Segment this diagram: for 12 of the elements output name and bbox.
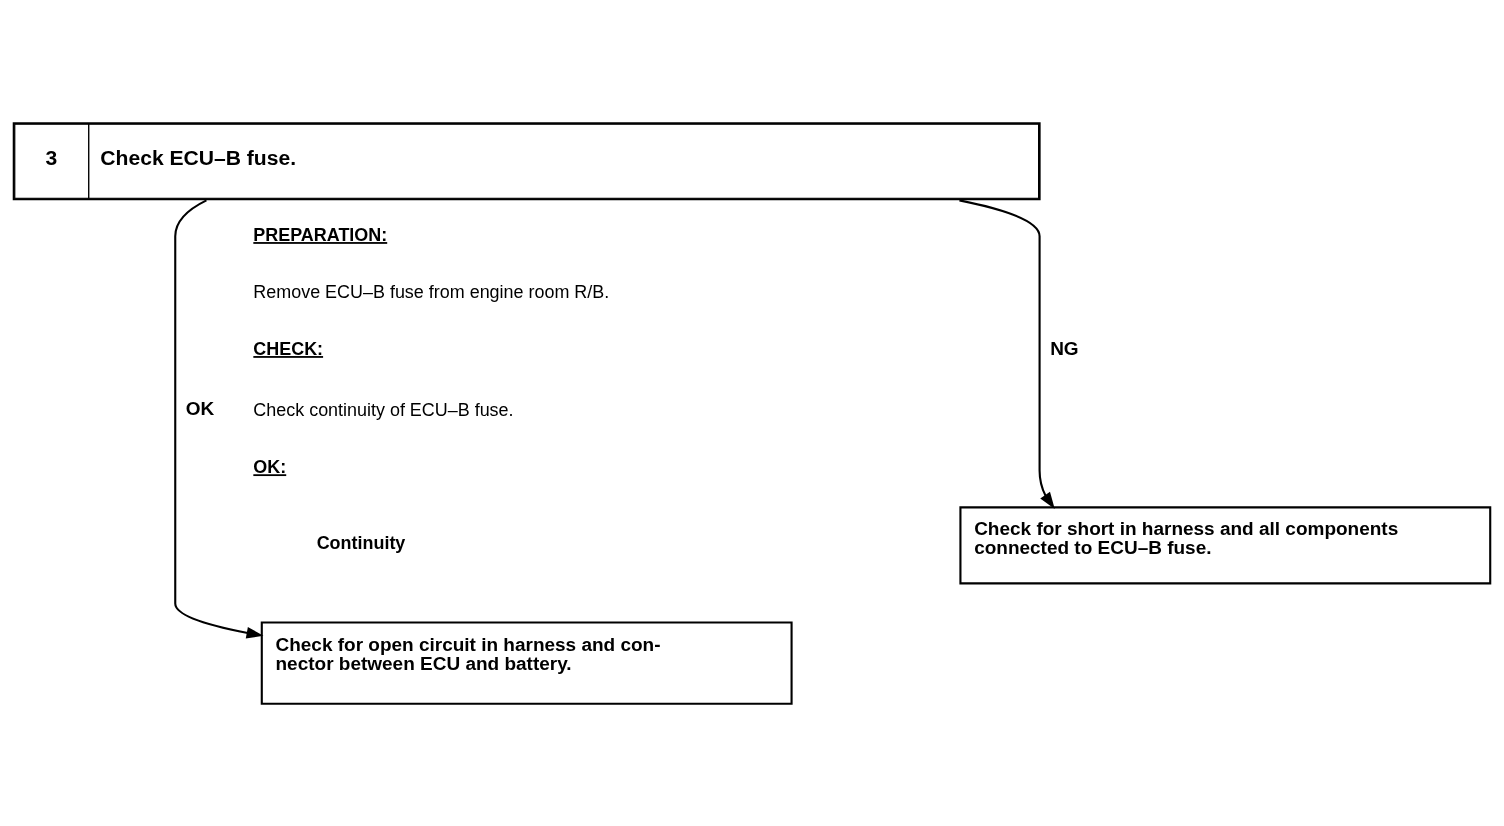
node-box: Check for short in harness and all components connected to ECU–B fuse. [959,505,1492,584]
edge-label: NG [1050,337,1079,359]
label: OK: [253,456,287,477]
label: Continuity [316,532,406,553]
node-box: Check for open circuit in harness and con- nector between ECU and battery. [260,620,793,705]
arrow [174,198,264,639]
label: PREPARATION: [253,224,388,245]
label: Check continuity of ECU–B fuse. [253,399,514,420]
arrow [959,198,1055,509]
edge-label: OK [185,397,215,419]
label: CHECK: [253,338,324,359]
label: Remove ECU–B fuse from engine room R/B. [253,281,610,302]
